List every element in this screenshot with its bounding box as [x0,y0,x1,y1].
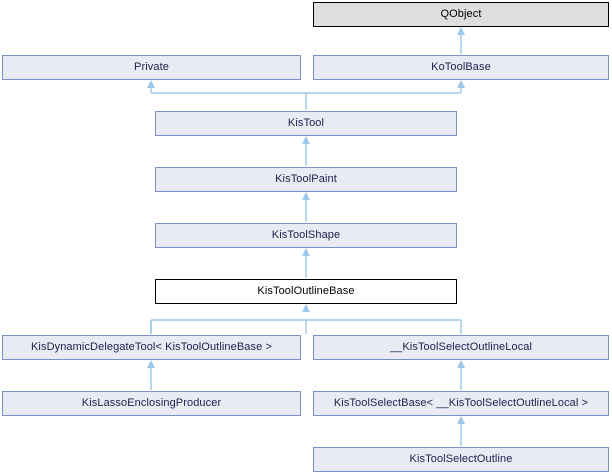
class-label-kistoolselectbase: KisToolSelectBase< __KisToolSelectOutlin… [333,397,589,409]
class-node-kislassoenclosingproducer[interactable]: KisLassoEnclosingProducer [2,391,301,416]
arrowhead-kistoolselectlocal [457,360,465,368]
class-label-kistoolpaint: KisToolPaint [275,173,337,185]
class-label-kistool: KisTool [287,117,325,129]
class-node-kistoolpaint[interactable]: KisToolPaint [155,167,457,192]
class-label-kistooloutlinebase: KisToolOutlineBase [257,285,355,297]
class-label-qobject: QObject [440,8,482,20]
class-node-kistoolselectbase[interactable]: KisToolSelectBase< __KisToolSelectOutlin… [313,391,609,416]
class-node-kistoolselectoutline[interactable]: KisToolSelectOutline [313,447,609,472]
class-label-private: Private [134,61,169,73]
class-label-kistoolselectoutline: KisToolSelectOutline [409,453,513,465]
class-node-kistoolselectoutlinelocal[interactable]: __KisToolSelectOutlineLocal [313,335,609,360]
arrowhead-qobject [457,27,465,35]
class-label-kistoolselectoutlinelocal: __KisToolSelectOutlineLocal [389,341,533,353]
arrowhead-kistool [302,136,310,144]
class-node-kistooloutlinebase[interactable]: KisToolOutlineBase [155,279,457,304]
class-label-kislassoenclosingproducer: KisLassoEnclosingProducer [81,397,222,409]
class-label-kotoolbase: KoToolBase [431,61,491,73]
arrowhead-kisdynamicdelegate [147,360,155,368]
arrowhead-kistooloutlinebase [302,304,310,312]
class-node-qobject[interactable]: QObject [313,2,609,27]
class-node-kisdynamicdelegatetool[interactable]: KisDynamicDelegateTool< KisToolOutlineBa… [2,335,301,360]
class-node-kotoolbase[interactable]: KoToolBase [313,55,609,80]
class-node-kistool[interactable]: KisTool [155,111,457,136]
arrowhead-kistoolselectbase [457,416,465,424]
class-label-kisdynamicdelegatetool: KisDynamicDelegateTool< KisToolOutlineBa… [30,341,273,353]
arrowhead-private [147,80,155,88]
class-label-kistoolshape: KisToolShape [271,229,341,241]
arrowhead-kistoolshape [302,248,310,256]
arrowhead-kistoolpaint [302,192,310,200]
class-node-private[interactable]: Private [2,55,301,80]
arrowhead-kotoolbase [457,80,465,88]
class-node-kistoolshape[interactable]: KisToolShape [155,223,457,248]
